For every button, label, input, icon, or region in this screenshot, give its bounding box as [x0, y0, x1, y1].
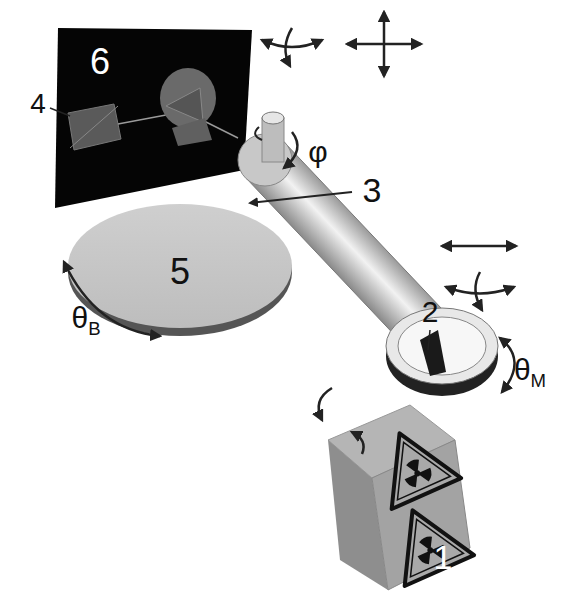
angle-label: θB [71, 303, 100, 333]
callout-number: 1 [434, 540, 453, 574]
callout-number: 6 [90, 44, 110, 80]
callout-number: 2 [422, 297, 439, 327]
callout-number: 4 [30, 90, 46, 118]
angle-label: φ [308, 137, 327, 167]
callout-number: 5 [170, 254, 190, 290]
callout-number: 3 [363, 173, 382, 207]
angle-label: θM [514, 355, 546, 385]
